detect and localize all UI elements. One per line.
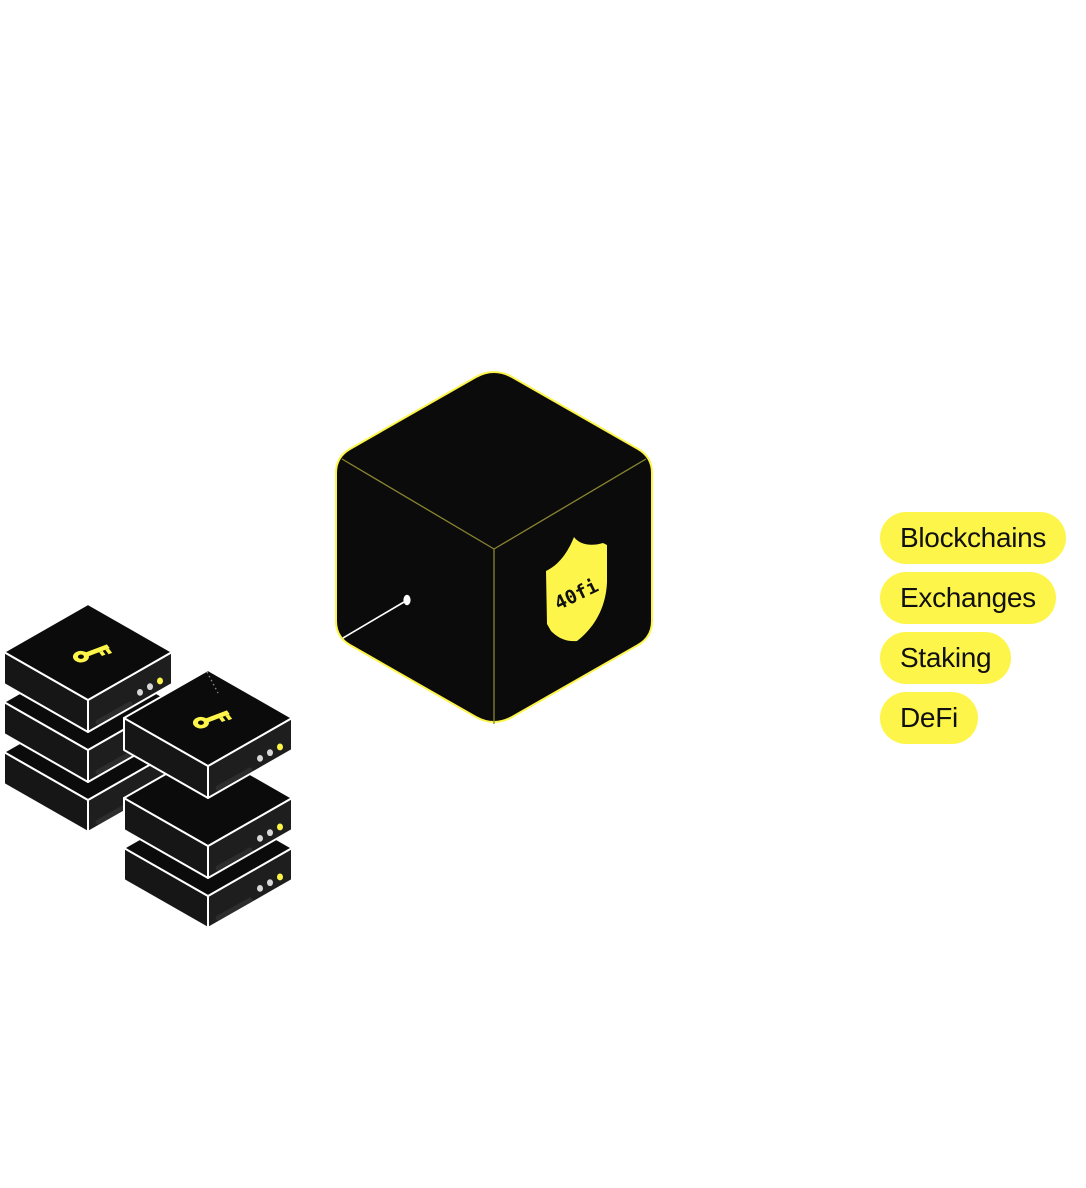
server-unit-left-top: [3, 603, 173, 733]
status-light: [257, 834, 263, 842]
server-unit-right-top: [123, 669, 293, 799]
shield-icon: 40fi: [546, 537, 607, 642]
status-light: [267, 749, 273, 757]
status-light: [277, 743, 283, 751]
status-light: [277, 823, 283, 831]
vent-slot: [95, 751, 133, 775]
center-cube: 40fi: [335, 371, 653, 724]
status-light: [267, 829, 273, 837]
status-light: [137, 688, 143, 696]
pill-defi: DeFi: [880, 692, 978, 744]
status-light: [267, 879, 273, 887]
status-light: [257, 884, 263, 892]
pill-blockchains: Blockchains: [880, 512, 1067, 564]
category-pill-list: Blockchains Exchanges Staking DeFi: [880, 512, 1067, 744]
server-stack-left: [3, 603, 173, 833]
vent-slot: [215, 767, 253, 791]
connector-port: [342, 594, 411, 639]
vent-slot: [95, 701, 133, 725]
cube-edges: [341, 458, 647, 724]
status-light: [257, 754, 263, 762]
key-icon: [72, 644, 113, 663]
vent-slot: [215, 897, 253, 921]
status-light: [277, 873, 283, 881]
key-icon: [192, 710, 233, 729]
server-stack-right: [123, 669, 293, 929]
pill-staking: Staking: [880, 632, 1012, 684]
pill-exchanges: Exchanges: [880, 572, 1056, 624]
status-light: [147, 683, 153, 691]
status-light: [157, 677, 163, 685]
vent-slot: [215, 847, 253, 871]
